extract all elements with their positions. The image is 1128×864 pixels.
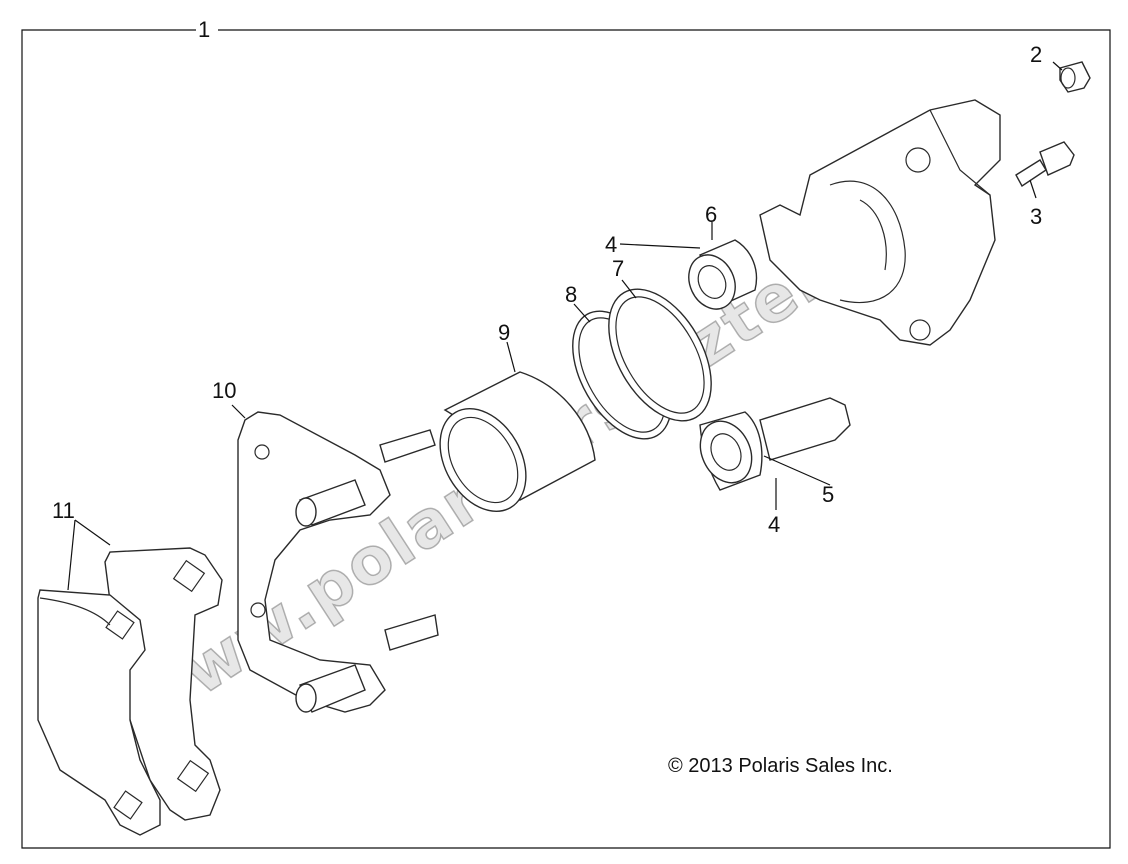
part-10-bracket bbox=[237, 411, 439, 713]
leader-lines bbox=[67, 61, 1063, 591]
callout-8: 8 bbox=[565, 282, 577, 307]
part-11-brake-pads bbox=[37, 547, 223, 836]
caliper-body bbox=[759, 99, 1001, 346]
part-6-bushing bbox=[688, 239, 758, 310]
callout-4-lower: 4 bbox=[768, 512, 780, 537]
part-9-piston bbox=[439, 371, 596, 512]
callout-11: 11 bbox=[52, 498, 75, 523]
callout-6: 6 bbox=[705, 202, 717, 227]
callout-7: 7 bbox=[612, 256, 624, 281]
callout-10: 10 bbox=[212, 378, 236, 403]
callout-3: 3 bbox=[1030, 204, 1042, 229]
callout-2: 2 bbox=[1030, 42, 1042, 67]
part-5-slide-pin bbox=[699, 397, 851, 491]
callout-5: 5 bbox=[822, 482, 834, 507]
callout-9: 9 bbox=[498, 320, 510, 345]
part-3-bleeder-valve bbox=[1015, 141, 1075, 188]
callout-1: 1 bbox=[198, 17, 210, 42]
part-2-cap bbox=[1059, 61, 1091, 93]
assembly-frame bbox=[21, 29, 1111, 849]
part-7-seal bbox=[608, 288, 712, 422]
copyright-notice: © 2013 Polaris Sales Inc. bbox=[668, 755, 893, 777]
callout-4-upper: 4 bbox=[605, 232, 617, 257]
callouts: 1 2 3 4 6 7 8 9 10 11 4 5 bbox=[52, 17, 1042, 537]
